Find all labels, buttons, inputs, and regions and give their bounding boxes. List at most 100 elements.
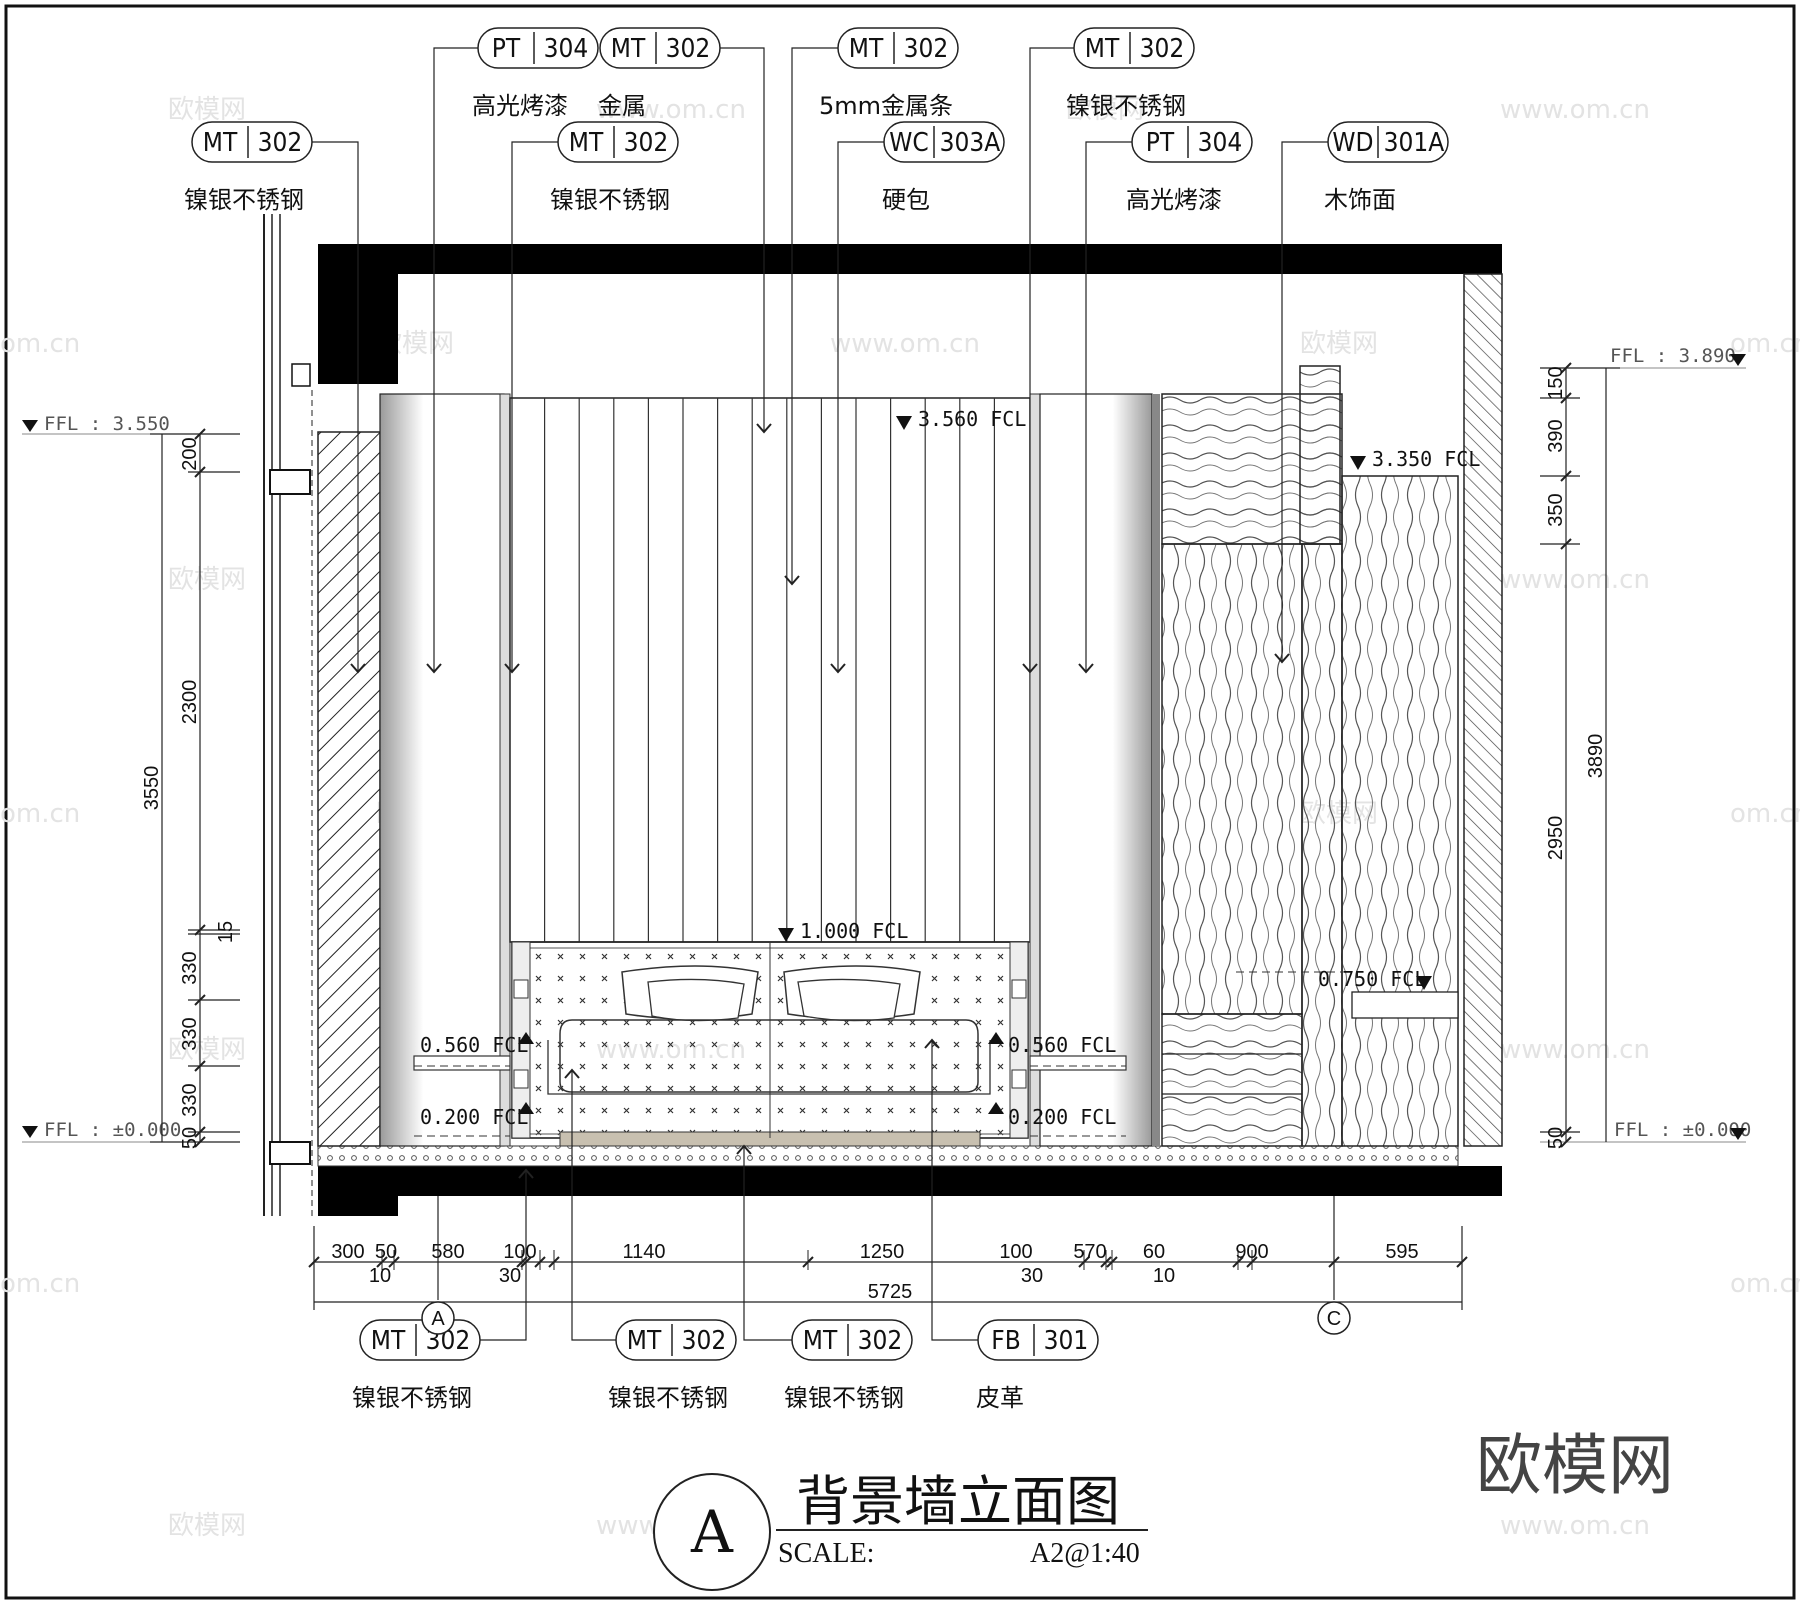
leader-arrow bbox=[518, 1168, 534, 1179]
desk-panel bbox=[1341, 475, 1459, 1147]
fcl-mark: 0.560 FCL bbox=[420, 1032, 534, 1057]
tag-num: 302 bbox=[1140, 34, 1185, 64]
dim-bottom-seg: 570 bbox=[1073, 1241, 1106, 1263]
dim-tick bbox=[194, 924, 206, 936]
fcl-label: 0.560 FCL bbox=[1008, 1033, 1116, 1057]
pillow-left-2 bbox=[647, 978, 745, 1022]
leader-arrow bbox=[426, 663, 442, 674]
leader-arrow bbox=[1022, 663, 1038, 674]
fcl-mark: 0.200 FCL bbox=[988, 1102, 1116, 1129]
dim-bottom-small: 30 bbox=[499, 1265, 521, 1287]
leader-line bbox=[511, 141, 558, 672]
material-tag: MT 302 镍银不锈钢 bbox=[184, 121, 313, 214]
tag-label: 高光烤漆 bbox=[472, 92, 568, 120]
dim-bottom-small: 10 bbox=[1153, 1265, 1175, 1287]
dim-left-seg: 2300 bbox=[179, 680, 201, 725]
socket-group bbox=[513, 979, 1027, 1089]
tag-num: 303A bbox=[940, 128, 1001, 158]
socket bbox=[1011, 1069, 1027, 1089]
tag-label: 镍银不锈钢 bbox=[550, 186, 670, 214]
tag-num: 304 bbox=[544, 34, 589, 64]
dim-tick bbox=[1560, 538, 1572, 550]
tag-num: 302 bbox=[858, 1326, 903, 1356]
brand-mark: 欧模网 bbox=[1476, 1427, 1674, 1504]
fcl-label: 1.000 FCL bbox=[800, 919, 908, 943]
dims-bottom-text: 300 50 580 100 1140 1250 100 570 60 900 … bbox=[331, 1241, 1418, 1303]
tag-code: MT bbox=[803, 1326, 838, 1356]
dim-bottom-small: 30 bbox=[1021, 1265, 1043, 1287]
level-marks: FFL : 3.550 FFL : ±0.000 FFL : 3.890 FFL… bbox=[22, 345, 1751, 1143]
watermark-text: om.cn bbox=[0, 1269, 80, 1299]
watermark-text: om.cn bbox=[0, 799, 80, 829]
leader-line bbox=[433, 47, 478, 672]
watermark-text: om.cn bbox=[0, 329, 80, 359]
dim-bottom-seg: 300 bbox=[331, 1241, 364, 1263]
tag-label: 镍银不锈钢 bbox=[1066, 92, 1186, 120]
nightstand-left bbox=[413, 1055, 511, 1071]
headboard-wall bbox=[379, 393, 1153, 1147]
grid-ref-c: C bbox=[1317, 1196, 1351, 1335]
dim-bottom-total: 5725 bbox=[868, 1281, 913, 1303]
dim-bottom-seg: 1250 bbox=[860, 1241, 905, 1263]
leader-arrow bbox=[1078, 663, 1094, 674]
dims-left-text: 3550 200 2300 15 330 330 330 50 bbox=[141, 437, 237, 1149]
watermark-text: om.cn bbox=[1730, 1269, 1800, 1299]
material-tag: PT 304 高光烤漆 bbox=[1126, 121, 1253, 214]
socket bbox=[513, 979, 529, 999]
dim-right-seg: 350 bbox=[1545, 493, 1567, 526]
right-wall-hatch bbox=[1463, 273, 1503, 1147]
leader-line bbox=[312, 141, 359, 672]
tag-code: PT bbox=[1146, 128, 1175, 158]
dim-bottom-small: 10 bbox=[369, 1265, 391, 1287]
leader-line bbox=[837, 141, 884, 672]
dim-bottom-seg: 595 bbox=[1385, 1241, 1418, 1263]
watermark-text: 欧模网 bbox=[1300, 329, 1378, 359]
watermark-text: 欧模网 bbox=[168, 1035, 246, 1065]
dimensions bbox=[150, 362, 1620, 1310]
tag-code: MT bbox=[849, 34, 884, 64]
scale-value: A2@1:40 bbox=[1030, 1538, 1140, 1569]
bottom-tags: MT 302 镍银不锈钢 MT 302 镍银不锈钢 MT 302 镍银不锈钢 F… bbox=[352, 1319, 1099, 1412]
fluted-panel bbox=[509, 397, 1031, 943]
dim-bottom-seg: 100 bbox=[999, 1241, 1032, 1263]
dim-left-seg: 15 bbox=[215, 921, 237, 943]
dim-left-seg: 330 bbox=[179, 1017, 201, 1050]
dim-left-seg: 330 bbox=[179, 951, 201, 984]
leader-line bbox=[791, 47, 838, 584]
view-letter: A bbox=[690, 1498, 734, 1566]
watermark-text: www.om.cn bbox=[1500, 95, 1650, 125]
top-tags: PT 304 高光烤漆 MT 302 金属 MT 302 5mm金属条 MT 3… bbox=[184, 27, 1449, 214]
dim-tick bbox=[1560, 392, 1572, 404]
duvet bbox=[559, 1019, 979, 1093]
leader-line bbox=[743, 1146, 792, 1341]
watermark-text: www.om.cn bbox=[1500, 1035, 1650, 1065]
material-tag: WD 301A 木饰面 bbox=[1324, 121, 1449, 214]
tag-num: 302 bbox=[258, 128, 303, 158]
tag-num: 301A bbox=[1384, 128, 1445, 158]
watermark-text: www.om.cn bbox=[1500, 565, 1650, 595]
fcl-label: 0.200 FCL bbox=[420, 1105, 528, 1129]
window-bracket-mid bbox=[291, 363, 311, 387]
leader-arrow bbox=[504, 663, 520, 674]
leader-arrow bbox=[350, 663, 366, 674]
view-bubble bbox=[653, 1473, 771, 1591]
tag-num: 302 bbox=[666, 34, 711, 64]
tag-code: PT bbox=[492, 34, 521, 64]
watermark-text: om.cn bbox=[1730, 799, 1800, 829]
tag-num: 302 bbox=[904, 34, 949, 64]
fcl-mark: 3.350 FCL bbox=[1350, 447, 1480, 471]
wardrobe-topper bbox=[1299, 365, 1341, 545]
dim-left-seg: 200 bbox=[179, 437, 201, 470]
fcl-label: 0.750 FCL bbox=[1318, 967, 1426, 991]
dim-tick bbox=[194, 1060, 206, 1072]
tag-num: 302 bbox=[624, 128, 669, 158]
bed bbox=[413, 941, 1127, 1147]
leader-lines bbox=[312, 47, 1328, 1341]
wardrobe-door bbox=[1161, 543, 1303, 1015]
leader-arrow bbox=[1274, 653, 1290, 664]
tag-code: WC bbox=[889, 128, 928, 158]
tag-code: MT bbox=[627, 1326, 662, 1356]
scale-label: SCALE: bbox=[778, 1538, 874, 1569]
tag-num: 302 bbox=[682, 1326, 727, 1356]
tag-code: MT bbox=[569, 128, 604, 158]
